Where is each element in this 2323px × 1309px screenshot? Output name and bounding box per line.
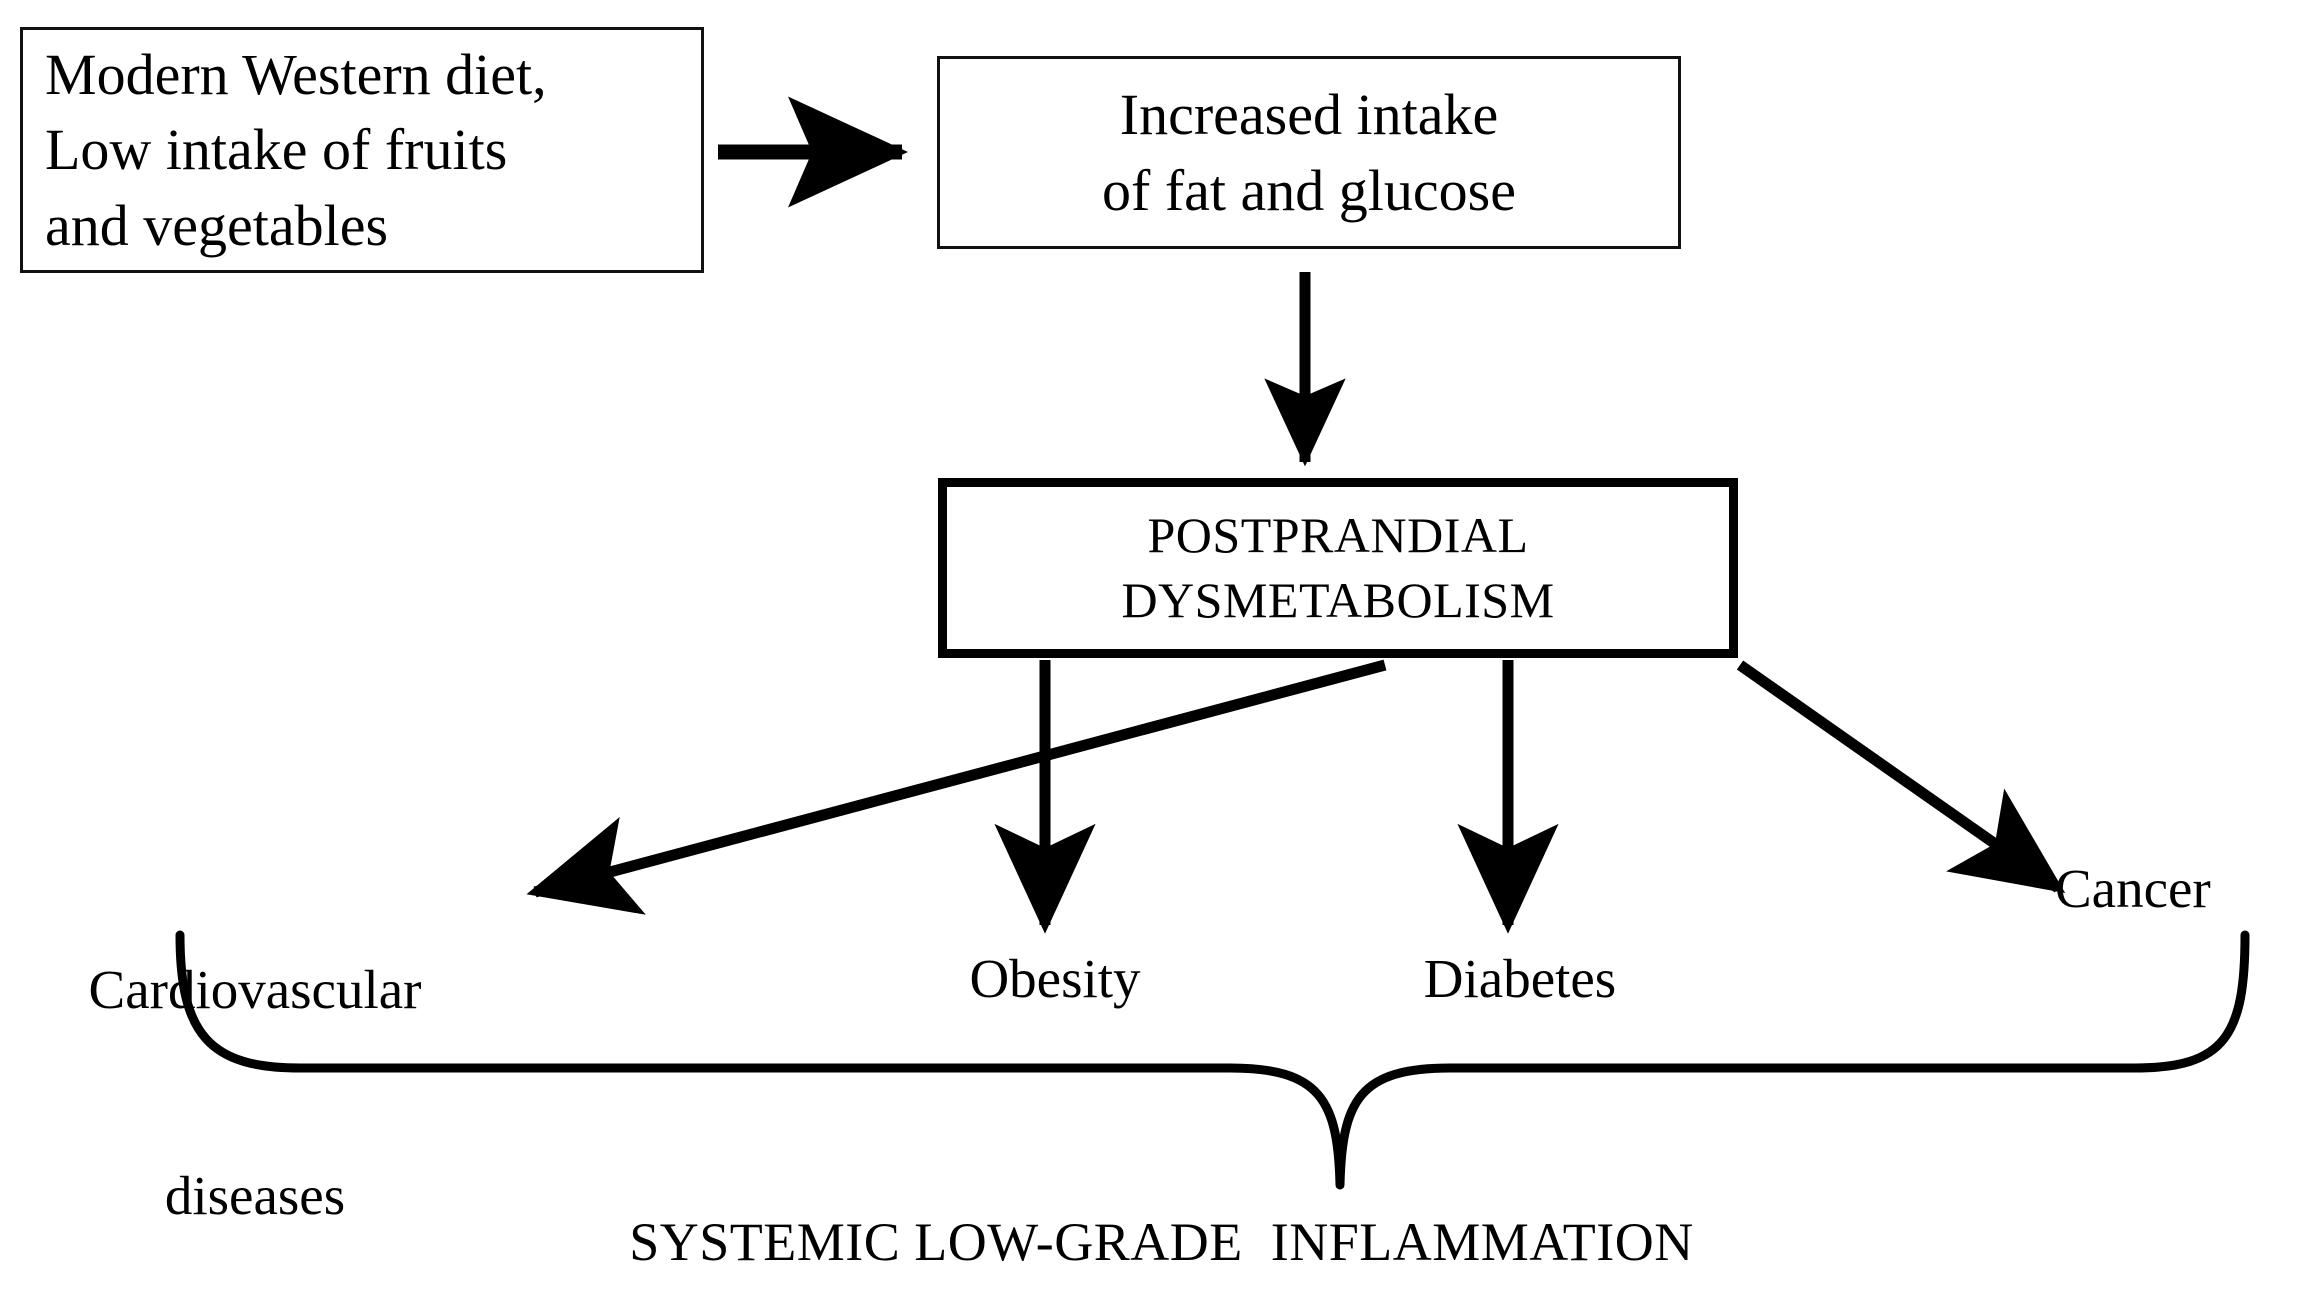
label-cardiovascular-line-2: diseases <box>164 1164 346 1226</box>
outcome-brace <box>175 930 2250 1190</box>
box-postprandial-dysmetabolism: POSTPRANDIAL DYSMETABOLISM <box>938 478 1738 658</box>
box-increased-intake: Increased intake of fat and glucose <box>937 56 1681 249</box>
box-dysmetabolism-line-1: POSTPRANDIAL <box>1147 507 1529 563</box>
box-dysmetabolism-line-2: DYSMETABOLISM <box>1121 572 1555 628</box>
label-cancer: Cancer <box>2055 858 2211 919</box>
label-obesity: Obesity <box>969 948 1141 1009</box>
box-modern-western-diet: Modern Western diet, Low intake of fruit… <box>20 27 704 273</box>
box-diet-line-2: Low intake of fruits <box>45 117 508 183</box>
label-diabetes: Diabetes <box>1423 948 1617 1009</box>
label-systemic-low-grade-inflammation: SYSTEMIC LOW-GRADE INFLAMMATION <box>629 1212 1694 1272</box>
box-intake-line-1: Increased intake <box>1119 82 1499 148</box>
box-diet-line-3: and vegetables <box>45 192 389 258</box>
box-diet-line-1: Modern Western diet, <box>45 41 547 107</box>
label-cardiovascular-line-1: Cardiovascular <box>88 959 422 1021</box>
arrow-dysmetabolism-to-cardiovascular <box>526 659 1387 915</box>
arrow-dysmetabolism-to-cancer <box>1736 660 2066 894</box>
box-intake-line-2: of fat and glucose <box>1102 157 1516 223</box>
label-cardiovascular-diseases: Cardiovascular diseases <box>40 820 470 1309</box>
